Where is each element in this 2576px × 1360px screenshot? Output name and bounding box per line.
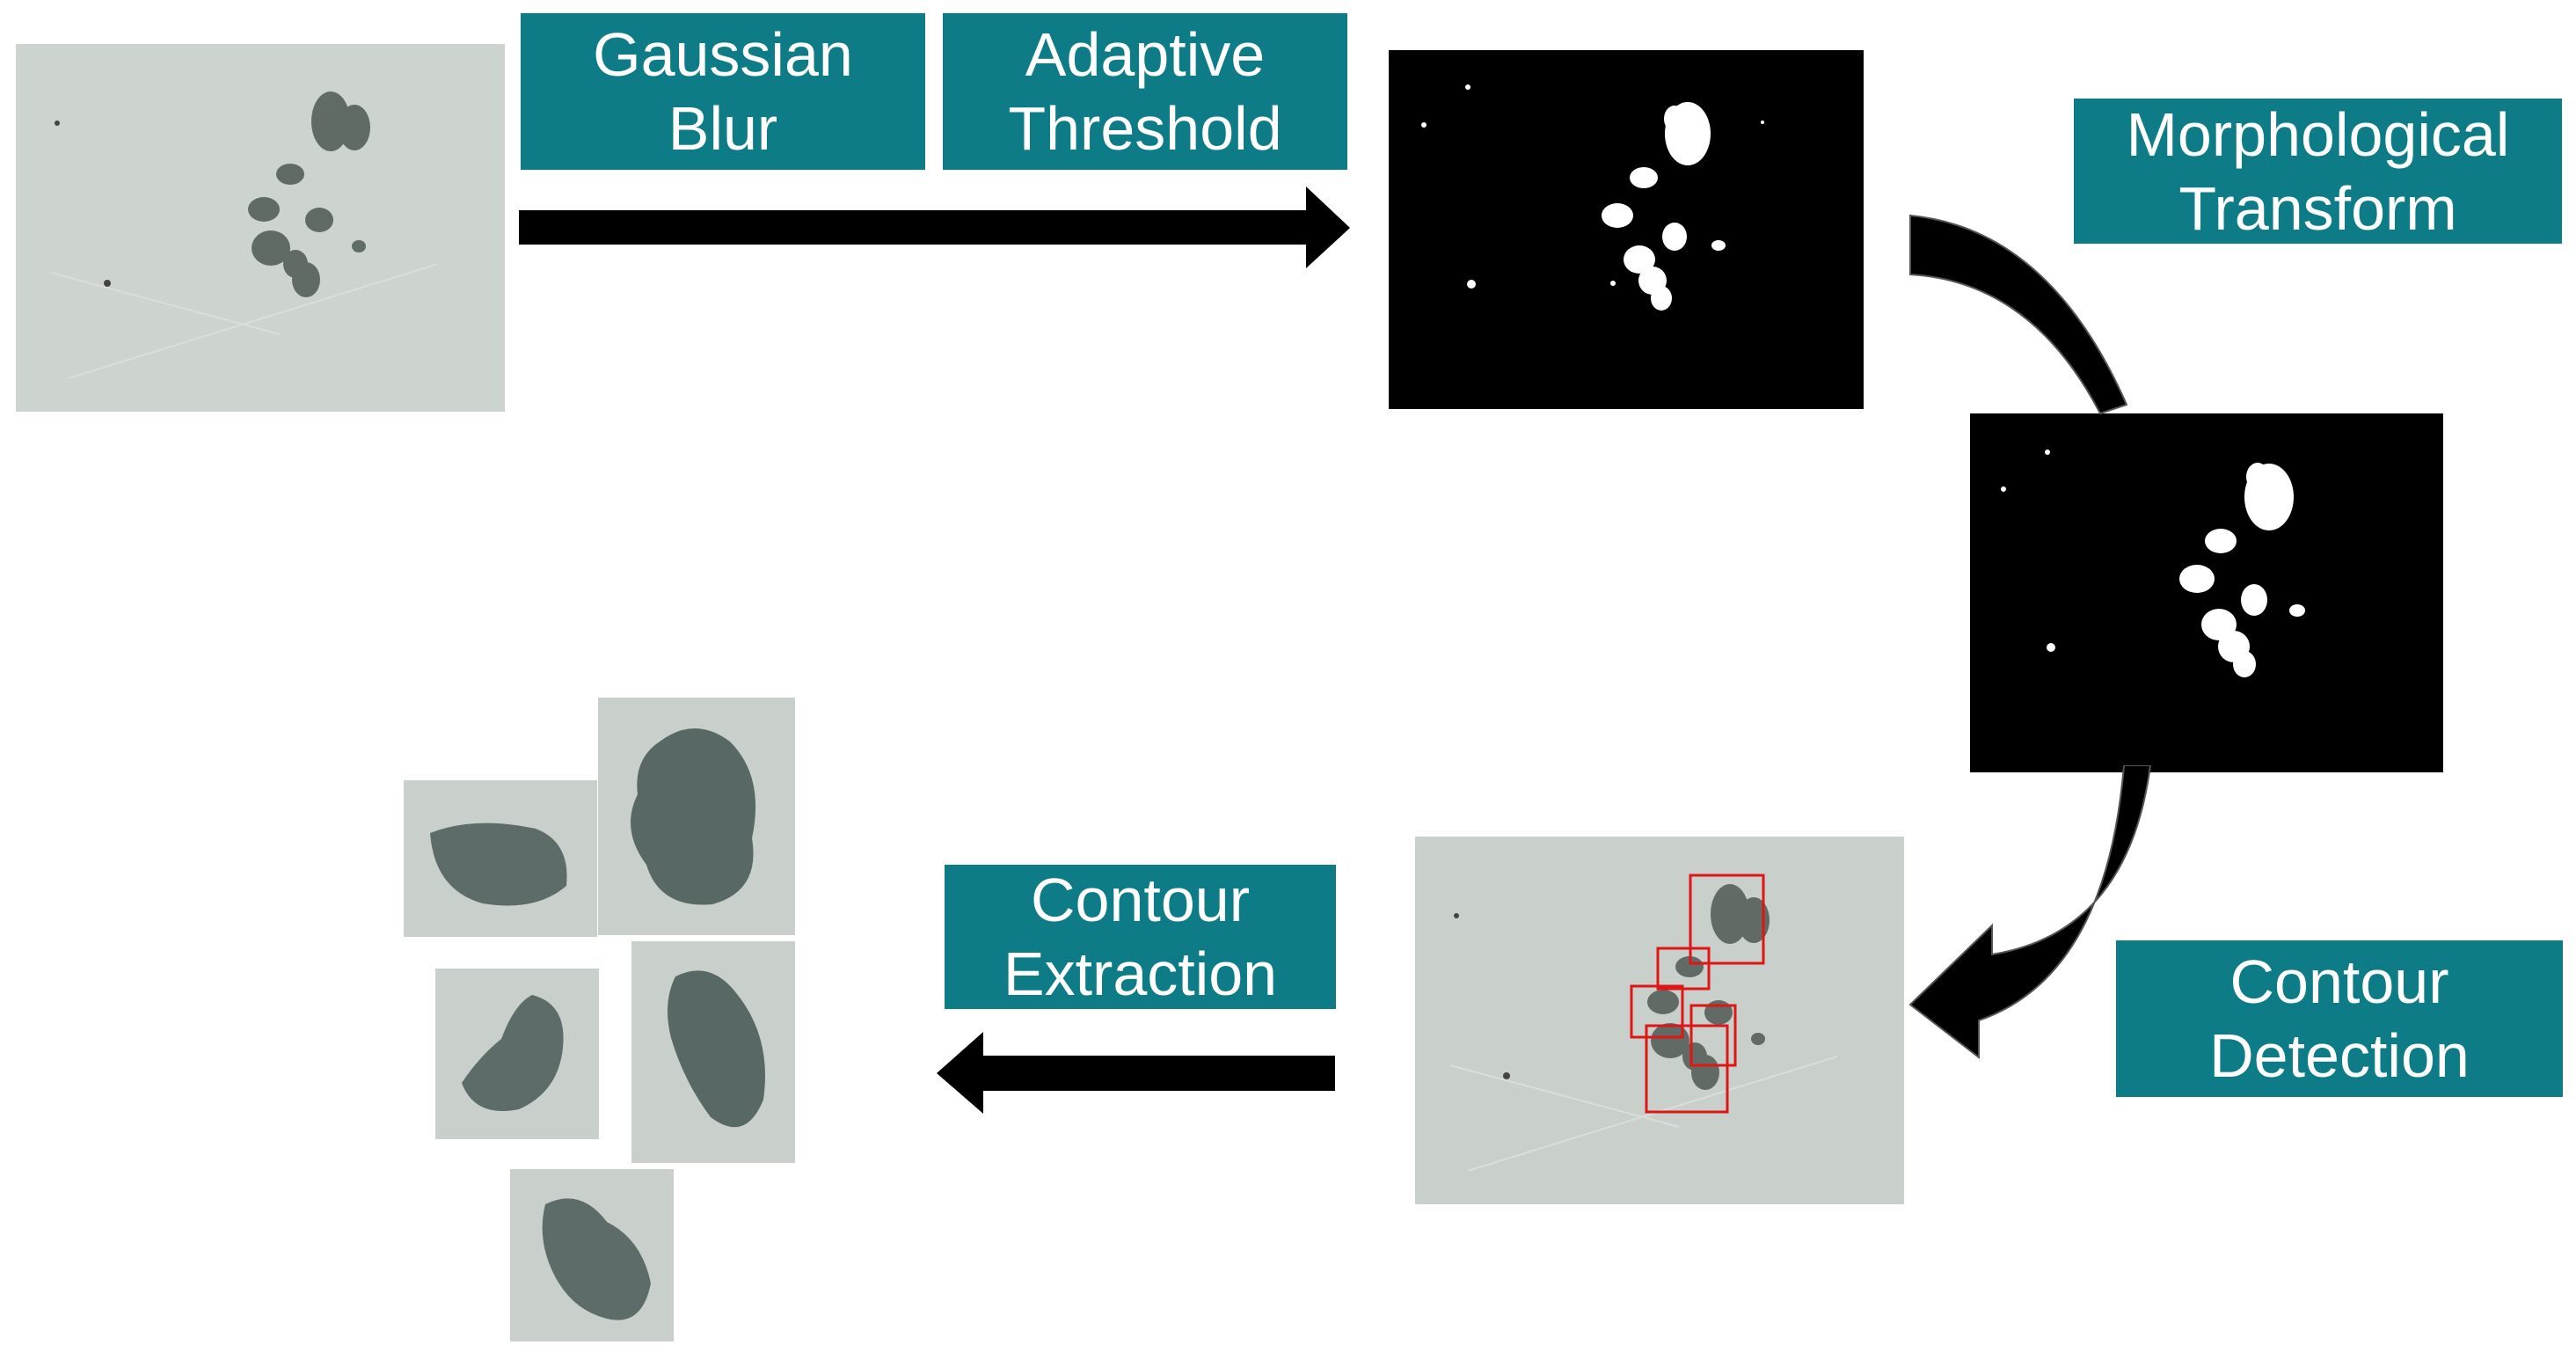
morphological-transform-line1: Morphological (2126, 99, 2510, 169)
contour-extraction-line2: Extraction (1003, 940, 1278, 1008)
contour-extraction-line1: Contour (1030, 866, 1251, 934)
crop-image-4 (631, 941, 795, 1163)
crop-image-3 (435, 969, 599, 1139)
contour-detection-label: Contour Detection (2116, 940, 2563, 1097)
crop-image-2 (598, 698, 795, 935)
curved-arrow-top (1909, 214, 2128, 415)
adaptive-threshold-line2: Threshold (1008, 94, 1282, 163)
morphology-image (1970, 413, 2443, 772)
bounding-box (1645, 1024, 1729, 1114)
morphological-transform-line2: Transform (2178, 173, 2457, 243)
gaussian-blur-line2: Blur (668, 94, 778, 163)
contour-detection-image (1415, 837, 1904, 1204)
contour-extraction-label: Contour Extraction (945, 865, 1336, 1009)
crop-image-1 (404, 780, 597, 937)
contour-detection-line1: Contour (2229, 947, 2449, 1016)
adaptive-threshold-label: Adaptive Threshold (943, 13, 1347, 170)
gaussian-blur-label: Gaussian Blur (521, 13, 925, 170)
morphological-transform-label: Morphological Transform (2074, 99, 2562, 244)
contour-detection-line2: Detection (2209, 1021, 2470, 1090)
arrow-left (937, 1032, 1335, 1114)
gaussian-blur-line1: Gaussian (593, 20, 853, 89)
threshold-image (1389, 50, 1864, 409)
curved-arrow-bottom (1908, 765, 2152, 1060)
bounding-box (1630, 984, 1684, 1039)
crop-image-5 (510, 1169, 674, 1342)
arrow-right (519, 186, 1350, 268)
bounding-box (1689, 1004, 1737, 1067)
adaptive-threshold-line1: Adaptive (1025, 20, 1266, 89)
bounding-box (1689, 874, 1765, 965)
original-image (16, 44, 505, 412)
